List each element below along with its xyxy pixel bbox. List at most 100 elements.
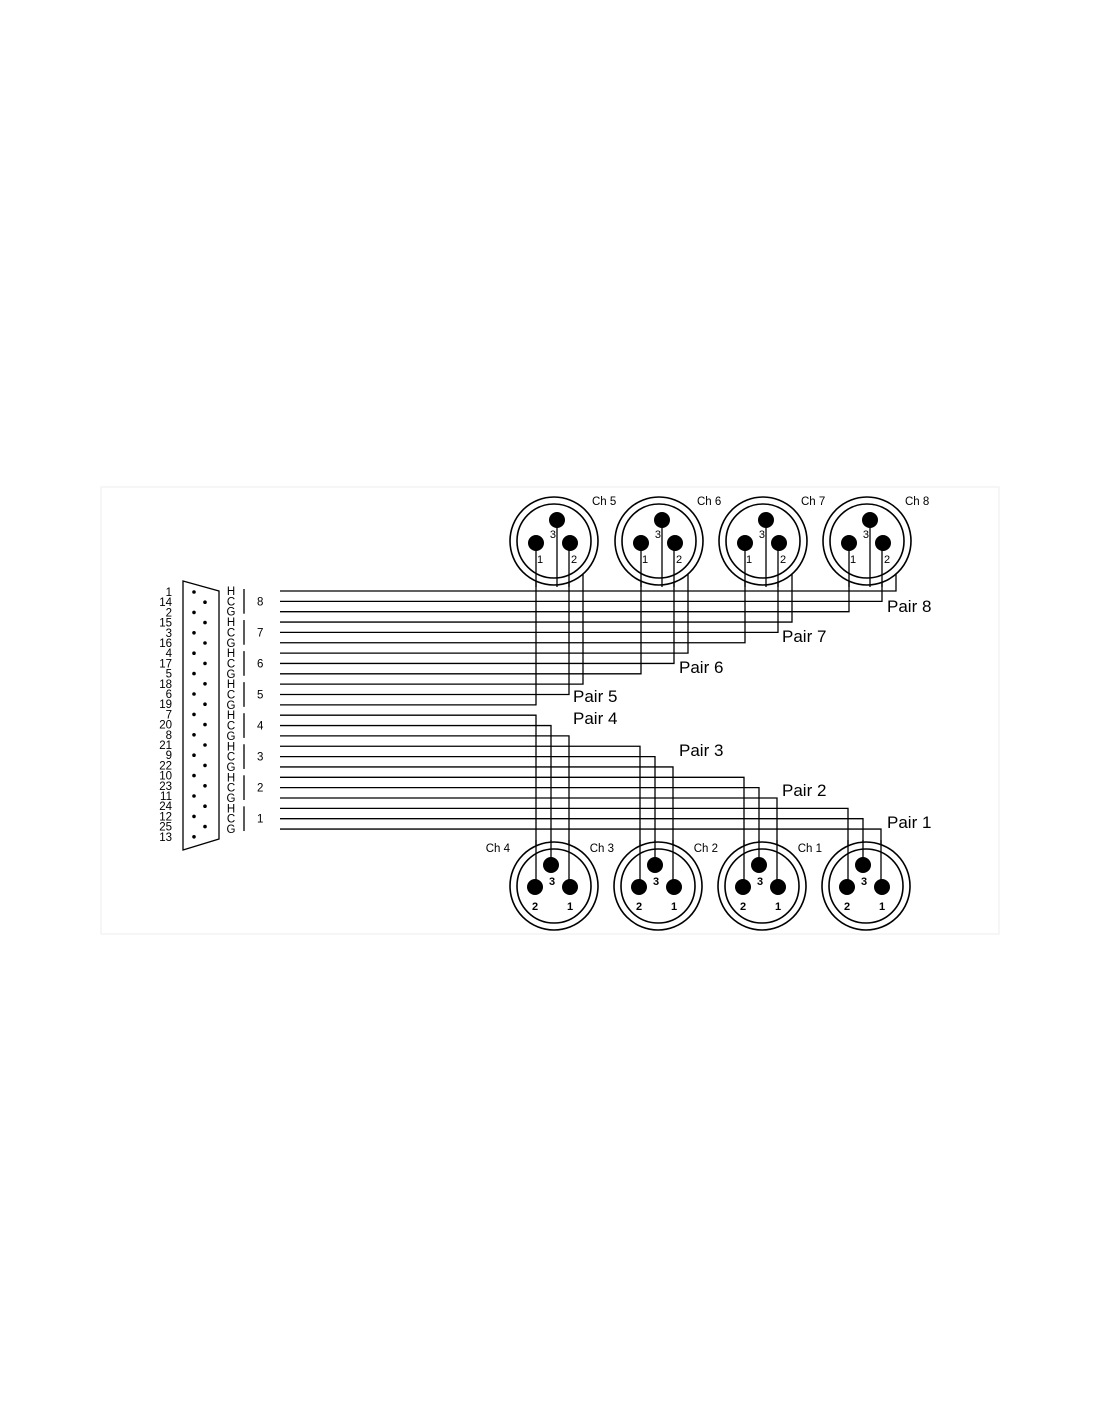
channel-label: Ch 5 xyxy=(592,496,616,508)
db25-pin-dot xyxy=(203,763,207,768)
signal-label: C xyxy=(227,627,235,639)
wire-hot xyxy=(280,563,793,623)
xlr-pin-number: 3 xyxy=(655,529,661,541)
db25-pin-label: 20 xyxy=(159,720,172,732)
signal-label: C xyxy=(227,783,235,795)
db25-pin-label: 6 xyxy=(166,689,172,701)
xlr-pin-number: 1 xyxy=(879,901,885,913)
xlr-pin-3 xyxy=(543,857,559,873)
db25-pin-dot xyxy=(192,835,196,839)
xlr-pin-right xyxy=(667,535,683,551)
xlr-pin-right xyxy=(666,879,682,895)
xlr-pin-3 xyxy=(855,857,871,873)
wire-hot xyxy=(280,714,537,880)
xlr-pin-number: 1 xyxy=(850,554,856,566)
channel-label: Ch 4 xyxy=(486,843,511,855)
db25-pin-label: 3 xyxy=(166,628,172,640)
xlr-pin-number: 2 xyxy=(571,554,577,566)
xlr-pin-number: 3 xyxy=(861,876,867,888)
db25-connector-body xyxy=(182,580,220,851)
db25-pin-dot xyxy=(203,743,207,747)
db25-pin-dot xyxy=(203,661,207,666)
xlr-pin-number: 1 xyxy=(642,554,648,566)
db25-pin-dot xyxy=(192,733,196,737)
wire-hot xyxy=(280,745,641,880)
signal-label: H xyxy=(227,679,235,691)
xlr-pin-left xyxy=(527,879,543,895)
wire-ground xyxy=(280,735,570,880)
channel-label: Ch 2 xyxy=(694,843,718,855)
db25-pin-dot xyxy=(203,784,207,788)
signal-label: G xyxy=(227,669,236,681)
group-label: 1 xyxy=(257,814,263,826)
wire-hot xyxy=(280,563,689,654)
pair-label: Pair 6 xyxy=(679,658,723,677)
channel-label: Ch 8 xyxy=(905,496,929,508)
signal-label: G xyxy=(227,731,236,743)
xlr-pin-number: 1 xyxy=(567,901,573,913)
db25-pin-dot xyxy=(203,641,207,645)
db25-pin-label: 18 xyxy=(159,679,172,691)
db25-pin-dot xyxy=(192,631,196,635)
wire-ground xyxy=(280,766,674,880)
xlr-pin-right xyxy=(875,535,891,551)
xlr-pin-number: 3 xyxy=(549,876,555,888)
xlr-pin-number: 1 xyxy=(775,901,781,913)
signal-label: H xyxy=(227,710,235,722)
db25-pin-dot xyxy=(192,671,196,676)
db25-pin-label: 8 xyxy=(166,730,172,742)
db25-pin-label: 7 xyxy=(166,709,172,721)
group-label: 6 xyxy=(257,658,263,670)
xlr-pin-left xyxy=(839,879,855,895)
xlr-pin-number: 2 xyxy=(636,901,642,913)
db25-pin-label: 22 xyxy=(159,760,172,772)
xlr-pin-number: 3 xyxy=(757,876,763,888)
db25-pin-label: 13 xyxy=(159,832,172,844)
db25-pin-dot xyxy=(192,773,196,778)
group-label: 5 xyxy=(257,690,263,702)
db25-pin-label: 11 xyxy=(160,791,172,803)
xlr-pin-3 xyxy=(862,512,878,528)
signal-label: G xyxy=(227,824,236,836)
channel-label: Ch 3 xyxy=(590,843,614,855)
db25-pin-dot xyxy=(192,753,196,757)
signal-label: C xyxy=(227,596,235,608)
db25-pin-dot xyxy=(203,682,207,686)
xlr-pin-left xyxy=(528,535,544,551)
db25-pin-label: 25 xyxy=(159,822,172,834)
db25-pin-label: 23 xyxy=(159,781,172,793)
xlr-pin-number: 2 xyxy=(884,554,890,566)
wire-ground xyxy=(280,547,642,675)
channel-label: Ch 6 xyxy=(697,496,721,508)
signal-label: G xyxy=(227,793,236,805)
xlr-pin-3 xyxy=(654,512,670,528)
db25-pin-label: 2 xyxy=(166,607,172,619)
xlr-pin-number: 2 xyxy=(532,901,538,913)
db25-pin-dot xyxy=(192,712,196,717)
pair-label: Pair 2 xyxy=(782,781,826,800)
db25-pin-label: 14 xyxy=(159,597,172,609)
db25-pin-label: 9 xyxy=(166,750,172,762)
signal-label: C xyxy=(227,814,235,826)
xlr-pin-right xyxy=(771,535,787,551)
xlr-pin-number: 1 xyxy=(671,901,677,913)
channel-label: Ch 7 xyxy=(801,496,825,508)
xlr-pin-left xyxy=(631,879,647,895)
signal-label: H xyxy=(227,617,235,629)
xlr-pin-number: 3 xyxy=(550,529,556,541)
pair-label: Pair 1 xyxy=(887,813,931,832)
db25-pin-dot xyxy=(192,651,196,655)
wire-cold xyxy=(280,724,552,864)
xlr-pin-left xyxy=(737,535,753,551)
xlr-pin-right xyxy=(562,879,578,895)
signal-label: C xyxy=(227,752,235,764)
db25-pin-dot xyxy=(192,610,196,615)
signal-label: H xyxy=(227,772,235,784)
db25-pin-label: 16 xyxy=(159,638,172,650)
xlr-pin-number: 2 xyxy=(780,554,786,566)
db25-pin-label: 17 xyxy=(159,658,172,670)
wire-hot xyxy=(280,563,584,685)
xlr-pin-3 xyxy=(549,512,565,528)
db25-pin-label: 5 xyxy=(166,669,172,681)
